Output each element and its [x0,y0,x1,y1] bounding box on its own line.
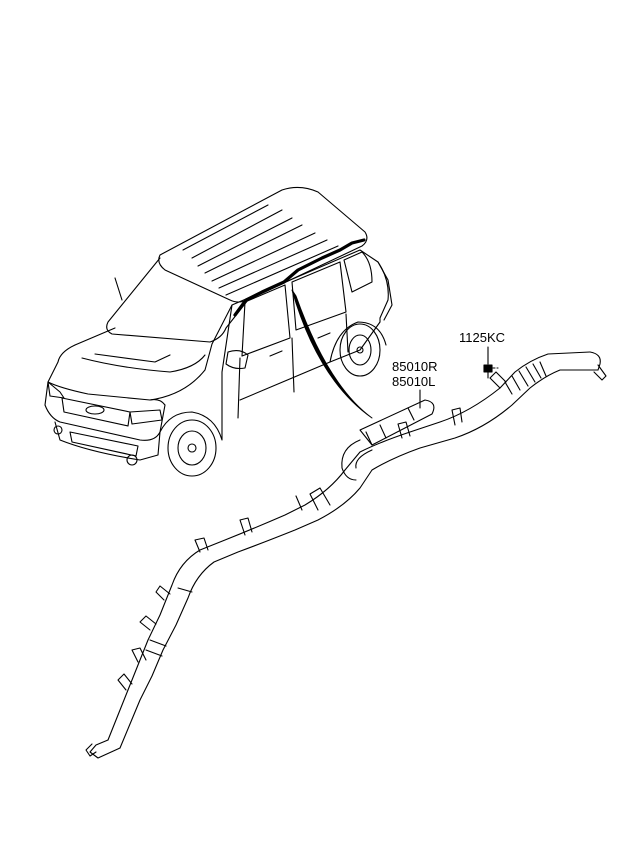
curtain-airbag-assembly [85,351,607,759]
part-label-airbag-right: 85010R [392,359,438,374]
roof-rail-airbag-highlight [233,238,366,317]
part-label-bolt: 1125KC [459,330,506,345]
bolt-1125kc-icon [483,346,499,379]
part-label-airbag-left: 85010L [392,374,436,389]
vehicle-illustration [44,186,393,477]
callout-swoosh [291,289,373,419]
